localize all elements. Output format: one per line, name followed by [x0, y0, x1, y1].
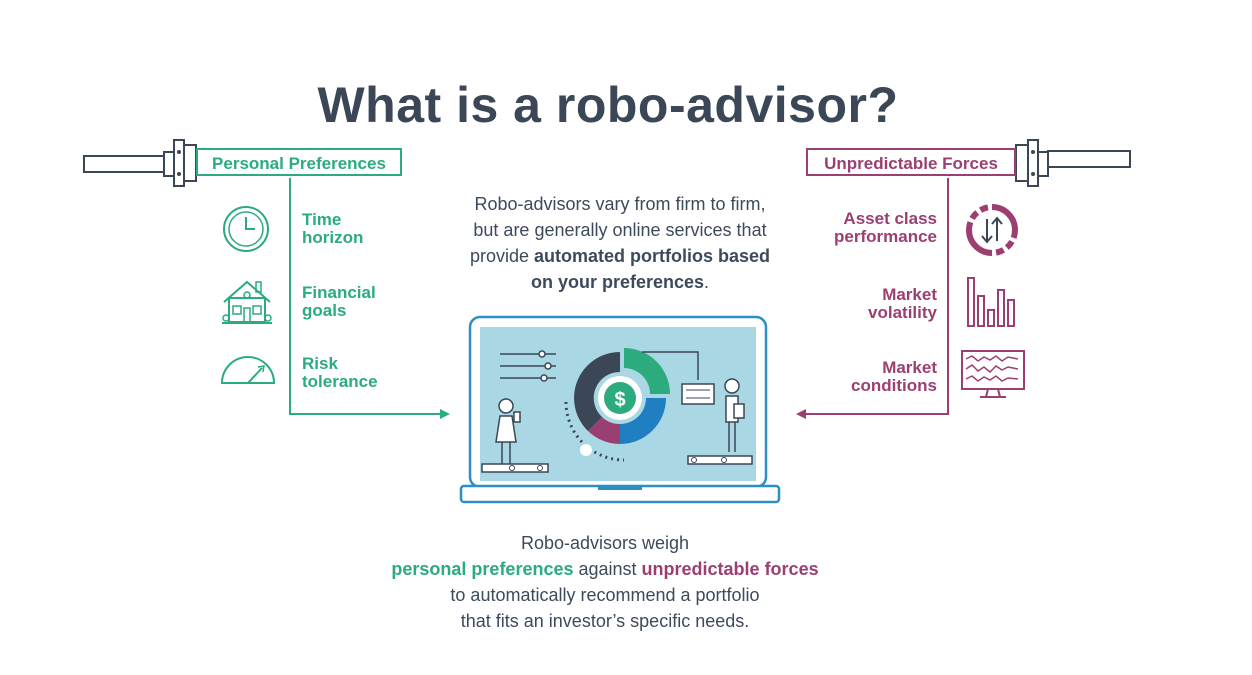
description-bottom: Robo-advisors weigh personal preferences… [391, 533, 819, 631]
market-conditions-label: Market conditions [851, 358, 937, 395]
bar-chart-icon [967, 277, 1015, 327]
unpredictable-forces-header: Unpredictable Forces [806, 148, 1016, 176]
market-volatility-label: Market volatility [868, 285, 937, 322]
laptop-illustration: $ [459, 315, 781, 504]
house-icon [222, 280, 272, 324]
clock-icon [223, 206, 269, 252]
time-horizon-label: Time horizon [302, 210, 364, 247]
personal-preferences-header: Personal Preferences [196, 148, 402, 176]
left-connector-icon [83, 139, 197, 187]
cycle-arrows-icon [966, 204, 1018, 256]
risk-tolerance-label: Risk tolerance [302, 354, 378, 391]
page-title: What is a robo-advisor? [317, 77, 899, 133]
donut-chart [574, 348, 670, 444]
description-top: Robo-advisors vary from firm to firm, bu… [469, 194, 771, 292]
dollar-symbol: $ [614, 389, 625, 411]
financial-goals-label: Financial goals [302, 283, 376, 320]
gauge-icon [220, 356, 276, 384]
monitor-icon [961, 350, 1025, 398]
right-connector-icon [1015, 139, 1131, 187]
asset-class-performance-label: Asset class performance [834, 209, 937, 246]
